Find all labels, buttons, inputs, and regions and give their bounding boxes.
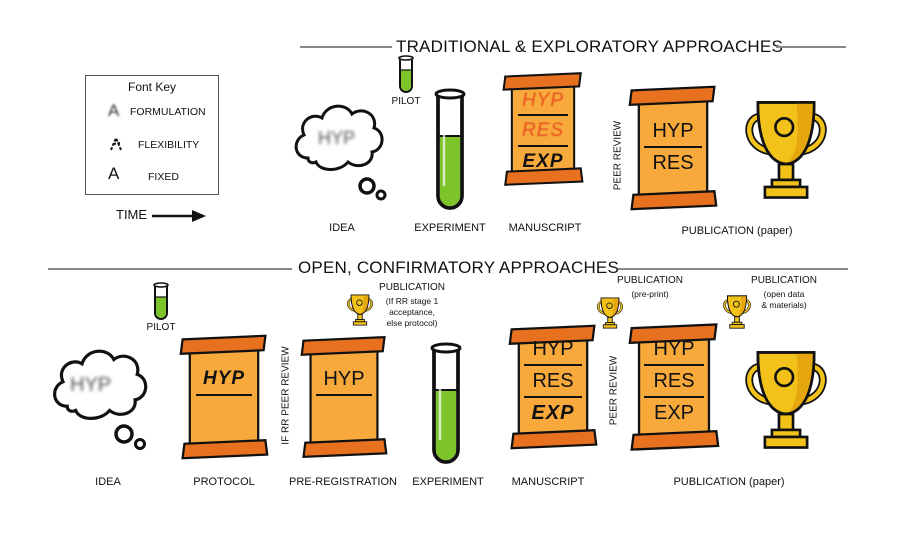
font-key-box: Font Key A FORMULATION FLEXIBILITY A FIX… <box>85 75 219 195</box>
font-key-fixed: FIXED <box>148 171 179 183</box>
caption-publication: PUBLICATION (paper) <box>681 225 793 237</box>
scroll-divider <box>524 364 582 366</box>
open-pilot-tube-icon <box>151 281 171 321</box>
thought-bubbles-icon <box>358 177 387 201</box>
pub-hyp-text: HYP <box>652 120 694 142</box>
traditional-title: TRADITIONAL & EXPLORATORY APPROACHES <box>396 37 783 56</box>
open-title: OPEN, CONFIRMATORY APPROACHES <box>298 258 619 277</box>
scroll-divider <box>644 364 704 366</box>
open-thought-bubbles-icon <box>114 424 146 450</box>
peer-review-label: PEER REVIEW <box>612 120 624 191</box>
time-label: TIME <box>116 207 148 222</box>
scroll-hyp-formulation: HYP <box>521 90 565 111</box>
open-idea-hyp-text: HYP <box>70 374 112 396</box>
open-ms-hyp-text: HYP <box>532 338 574 360</box>
rr-publication-title: PUBLICATION <box>379 282 445 293</box>
open-data-publication-title: PUBLICATION <box>751 275 817 286</box>
manuscript-scroll: HYP RES EXP <box>502 64 584 194</box>
scroll-divider <box>644 396 704 398</box>
prereg-hyp-text: HYP <box>323 368 365 390</box>
open-caption-manuscript: MANUSCRIPT <box>511 476 585 488</box>
traditional-rule-left <box>300 46 392 48</box>
open-pilot-label: PILOT <box>146 322 176 333</box>
publication-scroll: HYP RES <box>628 84 718 212</box>
preprint-trophy-icon <box>596 296 624 330</box>
open-caption-idea: IDEA <box>95 476 121 488</box>
protocol-hyp-flexibility: HYP <box>202 368 246 389</box>
open-caption-publication: PUBLICATION (paper) <box>673 476 785 488</box>
idea-hyp-text: HYP <box>318 128 356 148</box>
font-key-flexibility: FLEXIBILITY <box>138 139 200 151</box>
scroll-divider <box>518 145 568 147</box>
caption-idea: IDEA <box>329 222 355 234</box>
font-key-formulation: FORMULATION <box>130 106 206 118</box>
protocol-scroll: HYP <box>178 334 270 460</box>
preprint-publication-title: PUBLICATION <box>617 275 683 286</box>
open-trophy-icon <box>742 346 830 454</box>
time-arrow-icon <box>152 210 206 222</box>
preprint-publication-note: (pre-print) <box>631 289 669 299</box>
scroll-divider <box>196 394 252 396</box>
preregistration-scroll: HYP <box>300 334 388 460</box>
pilot-tube-icon <box>396 54 416 94</box>
scroll-res-formulation: RES <box>521 120 565 141</box>
fixed-glyph: A <box>108 164 120 183</box>
open-caption-experiment: EXPERIMENT <box>412 476 484 488</box>
scroll-exp-flexibility: EXP <box>522 151 564 172</box>
open-data-publication-note-2: & materials) <box>761 300 807 310</box>
if-rr-peer-review-label: IF RR PEER REVIEW <box>280 346 292 445</box>
scroll-divider <box>518 114 568 116</box>
open-caption-protocol: PROTOCOL <box>193 476 255 488</box>
open-peer-review-label: PEER REVIEW <box>608 355 620 426</box>
experiment-tube-icon <box>428 86 472 216</box>
rr-publication-note-3: else protocol) <box>386 318 438 328</box>
pub-res-text: RES <box>652 152 694 174</box>
open-experiment-tube-icon <box>424 340 468 470</box>
rr-publication-note-2: acceptance, <box>389 307 435 317</box>
scroll-divider <box>316 394 372 396</box>
open-manuscript-scroll: HYP RES EXP <box>508 314 598 460</box>
traditional-rule-right <box>776 46 846 48</box>
font-key-title: Font Key <box>127 80 177 94</box>
open-ms-res-text: RES <box>532 370 574 392</box>
rr-trophy-icon <box>346 293 374 327</box>
open-pub-hyp-text: HYP <box>653 338 695 360</box>
flexibility-glyph <box>110 135 122 151</box>
open-pub-exp-text: EXP <box>653 402 695 424</box>
caption-manuscript: MANUSCRIPT <box>508 222 582 234</box>
formulation-glyph: A <box>108 101 120 120</box>
rr-publication-note-1: (If RR stage 1 <box>385 296 439 306</box>
pilot-label: PILOT <box>391 96 421 107</box>
open-pub-res-text: RES <box>653 370 695 392</box>
open-caption-preregistration: PRE-REGISTRATION <box>289 476 397 488</box>
open-rule-left <box>48 268 292 270</box>
scroll-divider <box>644 146 702 148</box>
open-data-publication-note-1: (open data <box>763 289 805 299</box>
open-ms-exp-flexibility: EXP <box>531 402 575 424</box>
trophy-icon <box>742 96 830 204</box>
caption-experiment: EXPERIMENT <box>414 222 486 234</box>
open-publication-scroll: HYP RES EXP <box>628 314 720 460</box>
open-rule-right <box>618 268 848 270</box>
scroll-divider <box>524 396 582 398</box>
